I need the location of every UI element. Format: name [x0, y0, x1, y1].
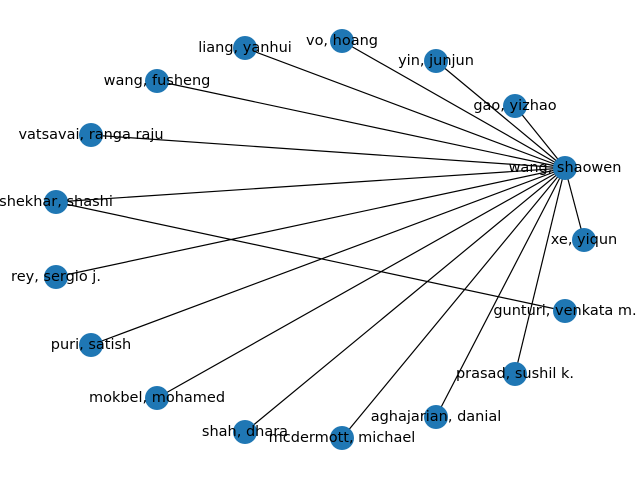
node-label-mcdermott_michael: mcdermott, michael	[269, 430, 416, 446]
node-vatsavai_ranga_raju[interactable]	[79, 123, 103, 147]
edge-wang_shaowen-puri_satish	[90, 167, 566, 346]
node-label-xe_yiqun: xe, yiqun	[551, 232, 617, 248]
edge-wang_shaowen-mcdermott_michael	[341, 167, 566, 439]
edge-wang_shaowen-shah_dhara	[244, 167, 566, 433]
node-label-shekhar_shashi: shekhar, shashi	[0, 194, 113, 210]
node-label-rey_sergio: rey, sergio j.	[11, 269, 101, 285]
node-shah_dhara[interactable]	[233, 420, 257, 444]
node-wang_shaowen[interactable]	[553, 156, 577, 180]
node-puri_satish[interactable]	[79, 333, 103, 357]
node-xe_yiqun[interactable]	[572, 228, 596, 252]
node-wang_fusheng[interactable]	[145, 69, 169, 93]
node-label-puri_satish: puri, satish	[51, 337, 132, 353]
edge-wang_shaowen-rey_sergio	[55, 167, 566, 278]
node-label-vo_hoang: vo, hoang	[306, 33, 378, 49]
node-label-wang_fusheng: wang, fusheng	[104, 73, 211, 89]
node-label-vatsavai_ranga_raju: vatsavai, ranga raju	[18, 127, 163, 143]
node-mcdermott_michael[interactable]	[330, 426, 354, 450]
edge-wang_shaowen-gao_yizhao	[514, 105, 566, 169]
edge-wang_shaowen-aghajarian_danial	[435, 167, 566, 418]
edge-wang_shaowen-prasad_sushil	[514, 167, 566, 375]
edge-wang_shaowen-liang_yanhui	[244, 47, 566, 169]
edges-layer	[55, 40, 585, 439]
edge-wang_shaowen-mokbel_mohamed	[156, 167, 566, 399]
node-mokbel_mohamed[interactable]	[145, 386, 169, 410]
node-liang_yanhui[interactable]	[233, 36, 257, 60]
edge-shekhar_shashi-gunturi_venkata	[55, 201, 566, 312]
node-gunturi_venkata[interactable]	[553, 299, 577, 323]
nodes-layer	[44, 29, 596, 450]
node-label-aghajarian_danial: aghajarian, danial	[371, 409, 502, 425]
node-label-gao_yizhao: gao, yizhao	[473, 98, 556, 114]
edge-wang_shaowen-shekhar_shashi	[55, 167, 566, 203]
node-label-yin_junjun: yin, junjun	[398, 53, 474, 69]
node-prasad_sushil[interactable]	[503, 362, 527, 386]
node-label-mokbel_mohamed: mokbel, mohamed	[89, 390, 225, 406]
edge-wang_shaowen-vatsavai_ranga_raju	[90, 134, 566, 169]
node-rey_sergio[interactable]	[44, 265, 68, 289]
node-gao_yizhao[interactable]	[503, 94, 527, 118]
node-vo_hoang[interactable]	[330, 29, 354, 53]
node-yin_junjun[interactable]	[424, 49, 448, 73]
node-shekhar_shashi[interactable]	[44, 190, 68, 214]
edge-wang_shaowen-wang_fusheng	[156, 80, 566, 169]
labels-layer: wang, shaowen vo, hoang liang, yanhui yin, …	[0, 33, 637, 446]
node-label-wang_shaowen: wang, shaowen	[509, 160, 622, 176]
edge-wang_shaowen-xe_yiqun	[564, 167, 585, 241]
node-label-gunturi_venkata: gunturi, venkata m.	[493, 303, 636, 319]
edge-wang_shaowen-yin_junjun	[435, 60, 566, 169]
node-label-shah_dhara: shah, dhara	[202, 424, 288, 440]
node-label-liang_yanhui: liang, yanhui	[198, 40, 292, 56]
edge-wang_shaowen-vo_hoang	[341, 40, 566, 169]
node-aghajarian_danial[interactable]	[424, 405, 448, 429]
node-label-prasad_sushil: prasad, sushil k.	[456, 366, 574, 382]
